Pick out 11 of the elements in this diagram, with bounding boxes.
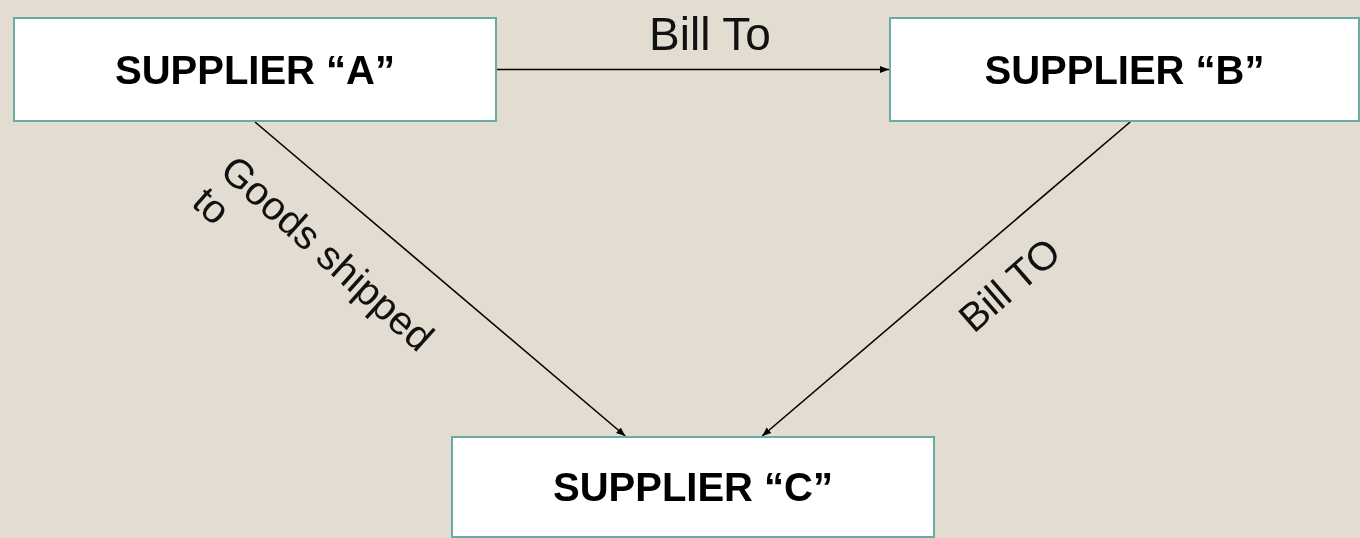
supplier-box [13,17,497,122]
supplier-box [889,17,1360,122]
node-label: SUPPLIER “A” [114,46,395,94]
supplier-box [451,436,935,538]
arrow [254,121,627,437]
node-label: SUPPLIER “C” [552,464,833,511]
arrow [761,121,1131,437]
arrow [496,65,890,74]
edge-label: Bill To [648,10,772,59]
edge-label: Bill TO [950,228,1070,340]
node-label: SUPPLIER “B” [984,46,1265,94]
